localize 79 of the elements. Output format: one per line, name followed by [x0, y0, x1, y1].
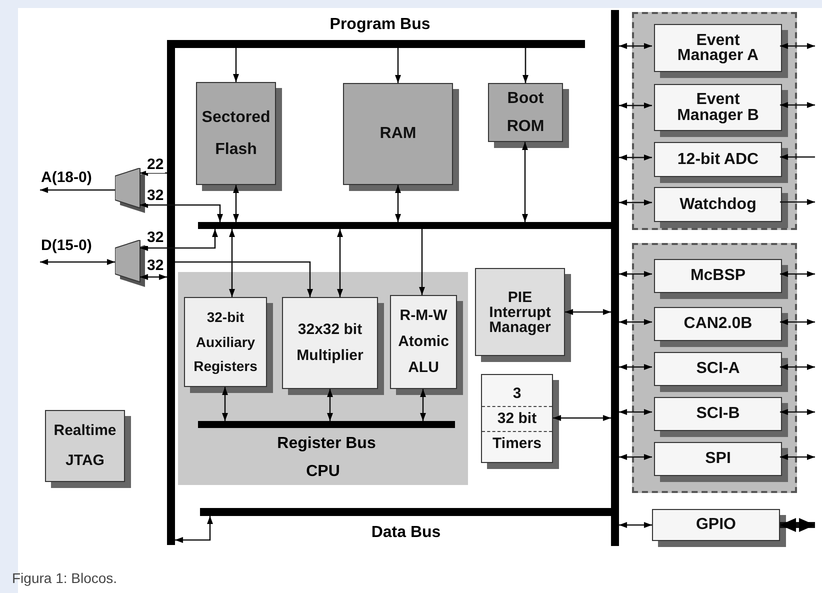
connector-arrow — [233, 185, 239, 222]
block-label: CAN2.0B — [684, 315, 752, 333]
connector-arrow — [780, 154, 815, 160]
connector-arrow — [395, 185, 401, 222]
cpu-label: CPU — [305, 463, 341, 481]
block-label: R-M-W Atomic ALU — [397, 306, 450, 378]
block-label: Boot ROM — [506, 89, 546, 136]
edge-label: 32 — [146, 230, 165, 246]
block-label: RAM — [380, 124, 416, 144]
connector-arrow — [229, 229, 235, 297]
connector-arrow — [619, 102, 652, 108]
connector-arrow — [40, 187, 115, 193]
edge-label: 22 — [146, 157, 165, 173]
block-label: SPI — [705, 450, 731, 468]
connector-arrow — [522, 48, 528, 83]
connector-arrow — [327, 389, 333, 421]
block-label: Timers — [482, 430, 552, 456]
connector-arrow — [233, 48, 239, 82]
connector-arrow — [780, 271, 815, 277]
bus-label: Register Bus — [276, 435, 377, 453]
connector-arrow — [619, 522, 652, 528]
block-label: SCI-A — [696, 360, 740, 378]
bus-label: Program Bus — [328, 16, 432, 34]
connector-arrow — [395, 48, 401, 83]
connector-arrow — [140, 170, 167, 176]
connector-arrow — [780, 364, 815, 370]
connector-arrow — [619, 154, 652, 160]
cpu-panel — [178, 272, 468, 485]
connector-arrow — [565, 309, 611, 315]
block-label: SCI-B — [696, 405, 740, 423]
block-label: Realtime JTAG — [52, 421, 118, 471]
connector-arrow — [522, 142, 528, 222]
block-label: Event Manager A — [676, 32, 760, 64]
connector-arrow — [553, 415, 611, 421]
edge-label: D(15-0) — [40, 238, 93, 254]
connector-arrow — [780, 102, 815, 108]
block-label: PIE Interrupt Manager — [488, 290, 552, 334]
connector-arrow — [780, 518, 815, 532]
connector-arrow — [780, 199, 815, 205]
block-label: 32 bit — [482, 406, 552, 430]
edge-label: A(18-0) — [40, 170, 93, 186]
block-label: 12-bit ADC — [677, 150, 759, 168]
peripheral-group-panel — [632, 243, 797, 493]
edge-label: 32 — [146, 188, 165, 204]
connector-arrow — [140, 202, 223, 222]
connector-arrow — [420, 389, 426, 421]
block-label: Watchdog — [680, 196, 756, 214]
bus-bar — [198, 222, 612, 229]
connector-arrow — [222, 387, 228, 421]
connector-arrow — [780, 319, 815, 325]
peripheral-group-panel — [632, 12, 797, 230]
connector-arrow — [175, 261, 313, 297]
connector-arrow — [419, 229, 425, 295]
connector-arrow — [619, 454, 652, 460]
connector-arrow — [140, 274, 167, 280]
connector-arrow — [780, 43, 815, 49]
connector-arrow — [40, 259, 115, 265]
connector-arrow — [619, 271, 652, 277]
connector-arrow — [619, 364, 652, 370]
connector-arrow — [337, 229, 343, 297]
block-label: 32x32 bit Multiplier — [296, 320, 364, 366]
connector-arrow — [175, 516, 213, 543]
bus-label: Data Bus — [370, 524, 442, 542]
bus-bar — [611, 10, 619, 546]
block-label: Event Manager B — [676, 92, 760, 123]
block-label: 32-bit Auxiliary Registers — [192, 308, 258, 376]
connector-arrow — [780, 409, 815, 415]
block-label: 3 — [512, 384, 522, 404]
connector-arrow — [619, 200, 652, 206]
connector-arrow — [140, 229, 218, 251]
figure-caption: Figura 1: Blocos. — [12, 570, 118, 586]
bus-bar — [167, 40, 175, 545]
connector-arrow — [619, 409, 652, 415]
block-label: GPIO — [696, 516, 736, 534]
connector-arrow — [780, 454, 815, 460]
connector-arrow — [619, 319, 652, 325]
block-label: McBSP — [690, 267, 746, 285]
block-label: Sectored Flash — [200, 108, 272, 160]
connector-arrow — [619, 43, 652, 49]
